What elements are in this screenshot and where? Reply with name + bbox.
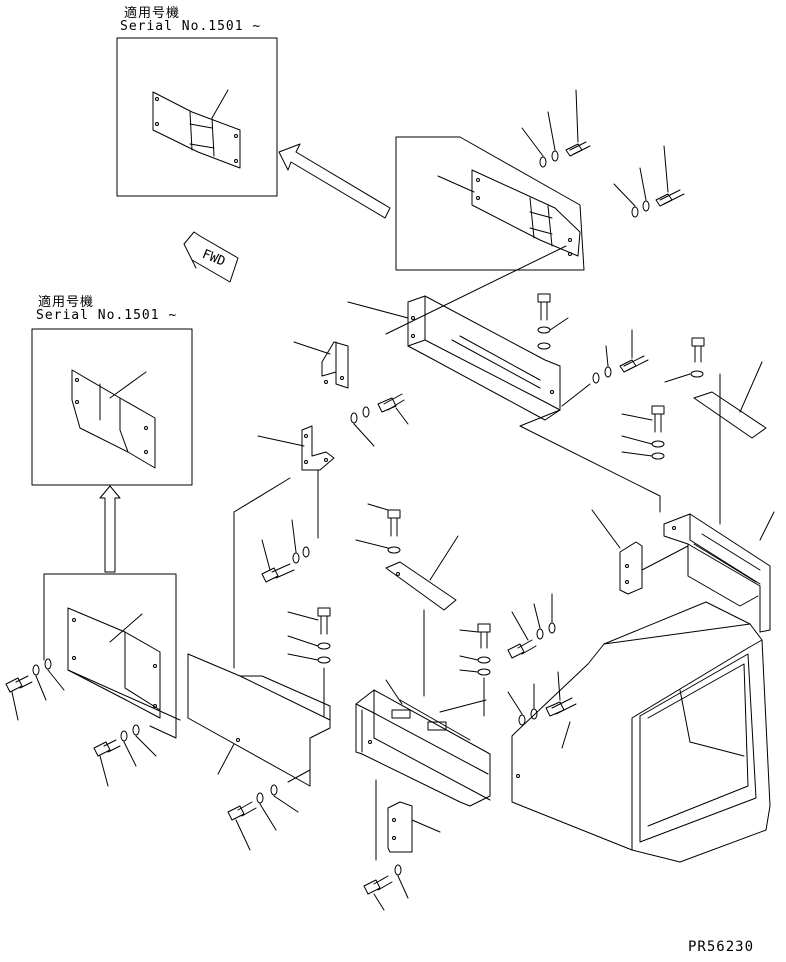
bolt-stack-right: [664, 337, 705, 383]
inset-box-top: [116, 37, 278, 197]
upper-callout-frame: [395, 136, 585, 271]
bolt-set-11: [363, 864, 409, 911]
arrow-to-top-inset: [278, 143, 391, 219]
bolt-set-4: [350, 393, 409, 447]
upper-cover-channel: [347, 295, 561, 421]
leader-mid-2: [519, 425, 661, 513]
bolt-stack-center-right: [459, 623, 491, 717]
bolt-set-9: [507, 593, 556, 659]
lower-left-channel: [187, 653, 331, 787]
inset-left-applicability: 適用号機: [38, 295, 95, 310]
bolt-stack-lower-mid: [287, 607, 331, 717]
bolt-set-1: [521, 89, 591, 168]
drawing-code: PR56230: [688, 939, 755, 955]
bracket-upper-left: [293, 341, 349, 389]
fwd-label: FWD: [200, 247, 228, 270]
bolt-set-6: [5, 658, 65, 721]
leader-upper: [385, 245, 567, 335]
leader-mid: [519, 409, 561, 427]
bolt-stack-center: [537, 293, 569, 350]
center-box-cover: [355, 679, 491, 807]
bolt-set-2: [613, 145, 685, 218]
bolt-stack-center-2: [355, 503, 401, 554]
lower-left-callout: [43, 573, 181, 739]
step-plate-right: [693, 361, 767, 439]
bolt-set-10: [507, 671, 577, 726]
bracket-right-middle: [591, 509, 689, 595]
bolt-set-8: [227, 784, 299, 851]
step-plate-center: [385, 535, 459, 611]
arrow-up-to-left-inset: [99, 485, 121, 573]
bolt-set-3: [561, 329, 649, 407]
inset-left-bracket: [71, 369, 156, 469]
bolt-set-7: [93, 724, 157, 787]
inset-left-serial: Serial No.1501 ~: [36, 308, 178, 323]
bracket-left-vertical: [257, 425, 335, 471]
bolt-set-5: [261, 519, 310, 583]
bracket-lower: [387, 801, 441, 853]
fwd-arrow: FWD: [183, 231, 239, 283]
right-rail: [663, 511, 775, 633]
lower-right-hood: [511, 601, 771, 863]
inset-top-applicability: 適用号機: [124, 6, 181, 21]
inset-top-bracket: [152, 89, 241, 169]
inset-top-serial: Serial No.1501 ~: [120, 19, 262, 34]
leader-left-1: [233, 477, 291, 513]
bolt-stack-right-2: [621, 405, 665, 460]
inset-box-left: [31, 328, 193, 486]
